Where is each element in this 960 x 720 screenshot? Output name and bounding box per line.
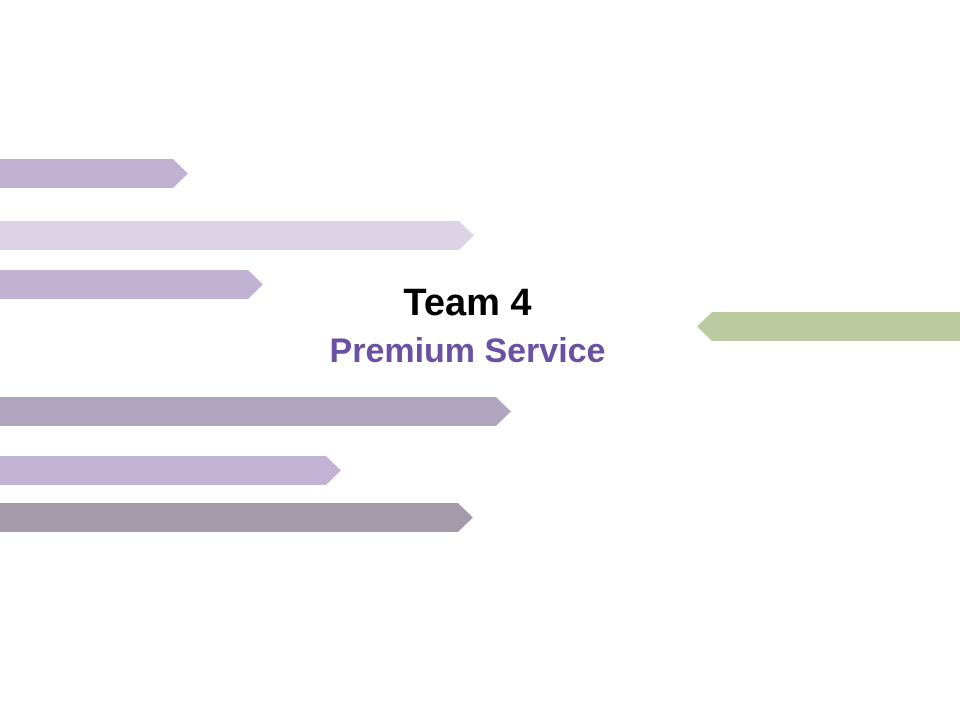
decorative-arrow-6: [0, 503, 473, 532]
decorative-arrow-green: [697, 312, 960, 341]
decorative-arrow-3: [0, 270, 263, 299]
decorative-arrow-2: [0, 221, 474, 250]
slide-subtitle: Premium Service: [329, 332, 606, 370]
decorative-arrow-1: [0, 159, 188, 188]
title-block: Team 4 Premium Service: [300, 280, 635, 373]
slide-title: Team 4: [403, 282, 532, 324]
decorative-arrow-5: [0, 456, 341, 485]
decorative-arrow-4: [0, 397, 511, 426]
